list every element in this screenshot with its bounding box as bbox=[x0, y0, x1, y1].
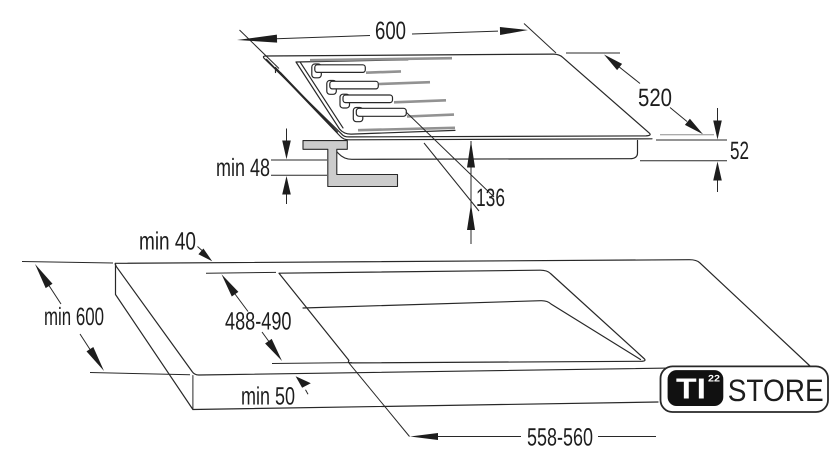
svg-text:STORE: STORE bbox=[728, 373, 824, 408]
svg-text:min 600: min 600 bbox=[44, 303, 104, 331]
svg-text:488-490: 488-490 bbox=[225, 308, 292, 336]
svg-text:TI: TI bbox=[676, 374, 706, 406]
svg-text:600: 600 bbox=[375, 17, 406, 45]
svg-text:min 50: min 50 bbox=[241, 383, 295, 411]
svg-text:min 48: min 48 bbox=[216, 154, 270, 182]
svg-text:22: 22 bbox=[708, 374, 720, 385]
svg-text:136: 136 bbox=[476, 184, 505, 212]
svg-text:558-560: 558-560 bbox=[527, 424, 593, 452]
svg-text:min 40: min 40 bbox=[139, 227, 196, 255]
svg-text:52: 52 bbox=[730, 137, 749, 165]
svg-text:520: 520 bbox=[638, 84, 672, 112]
